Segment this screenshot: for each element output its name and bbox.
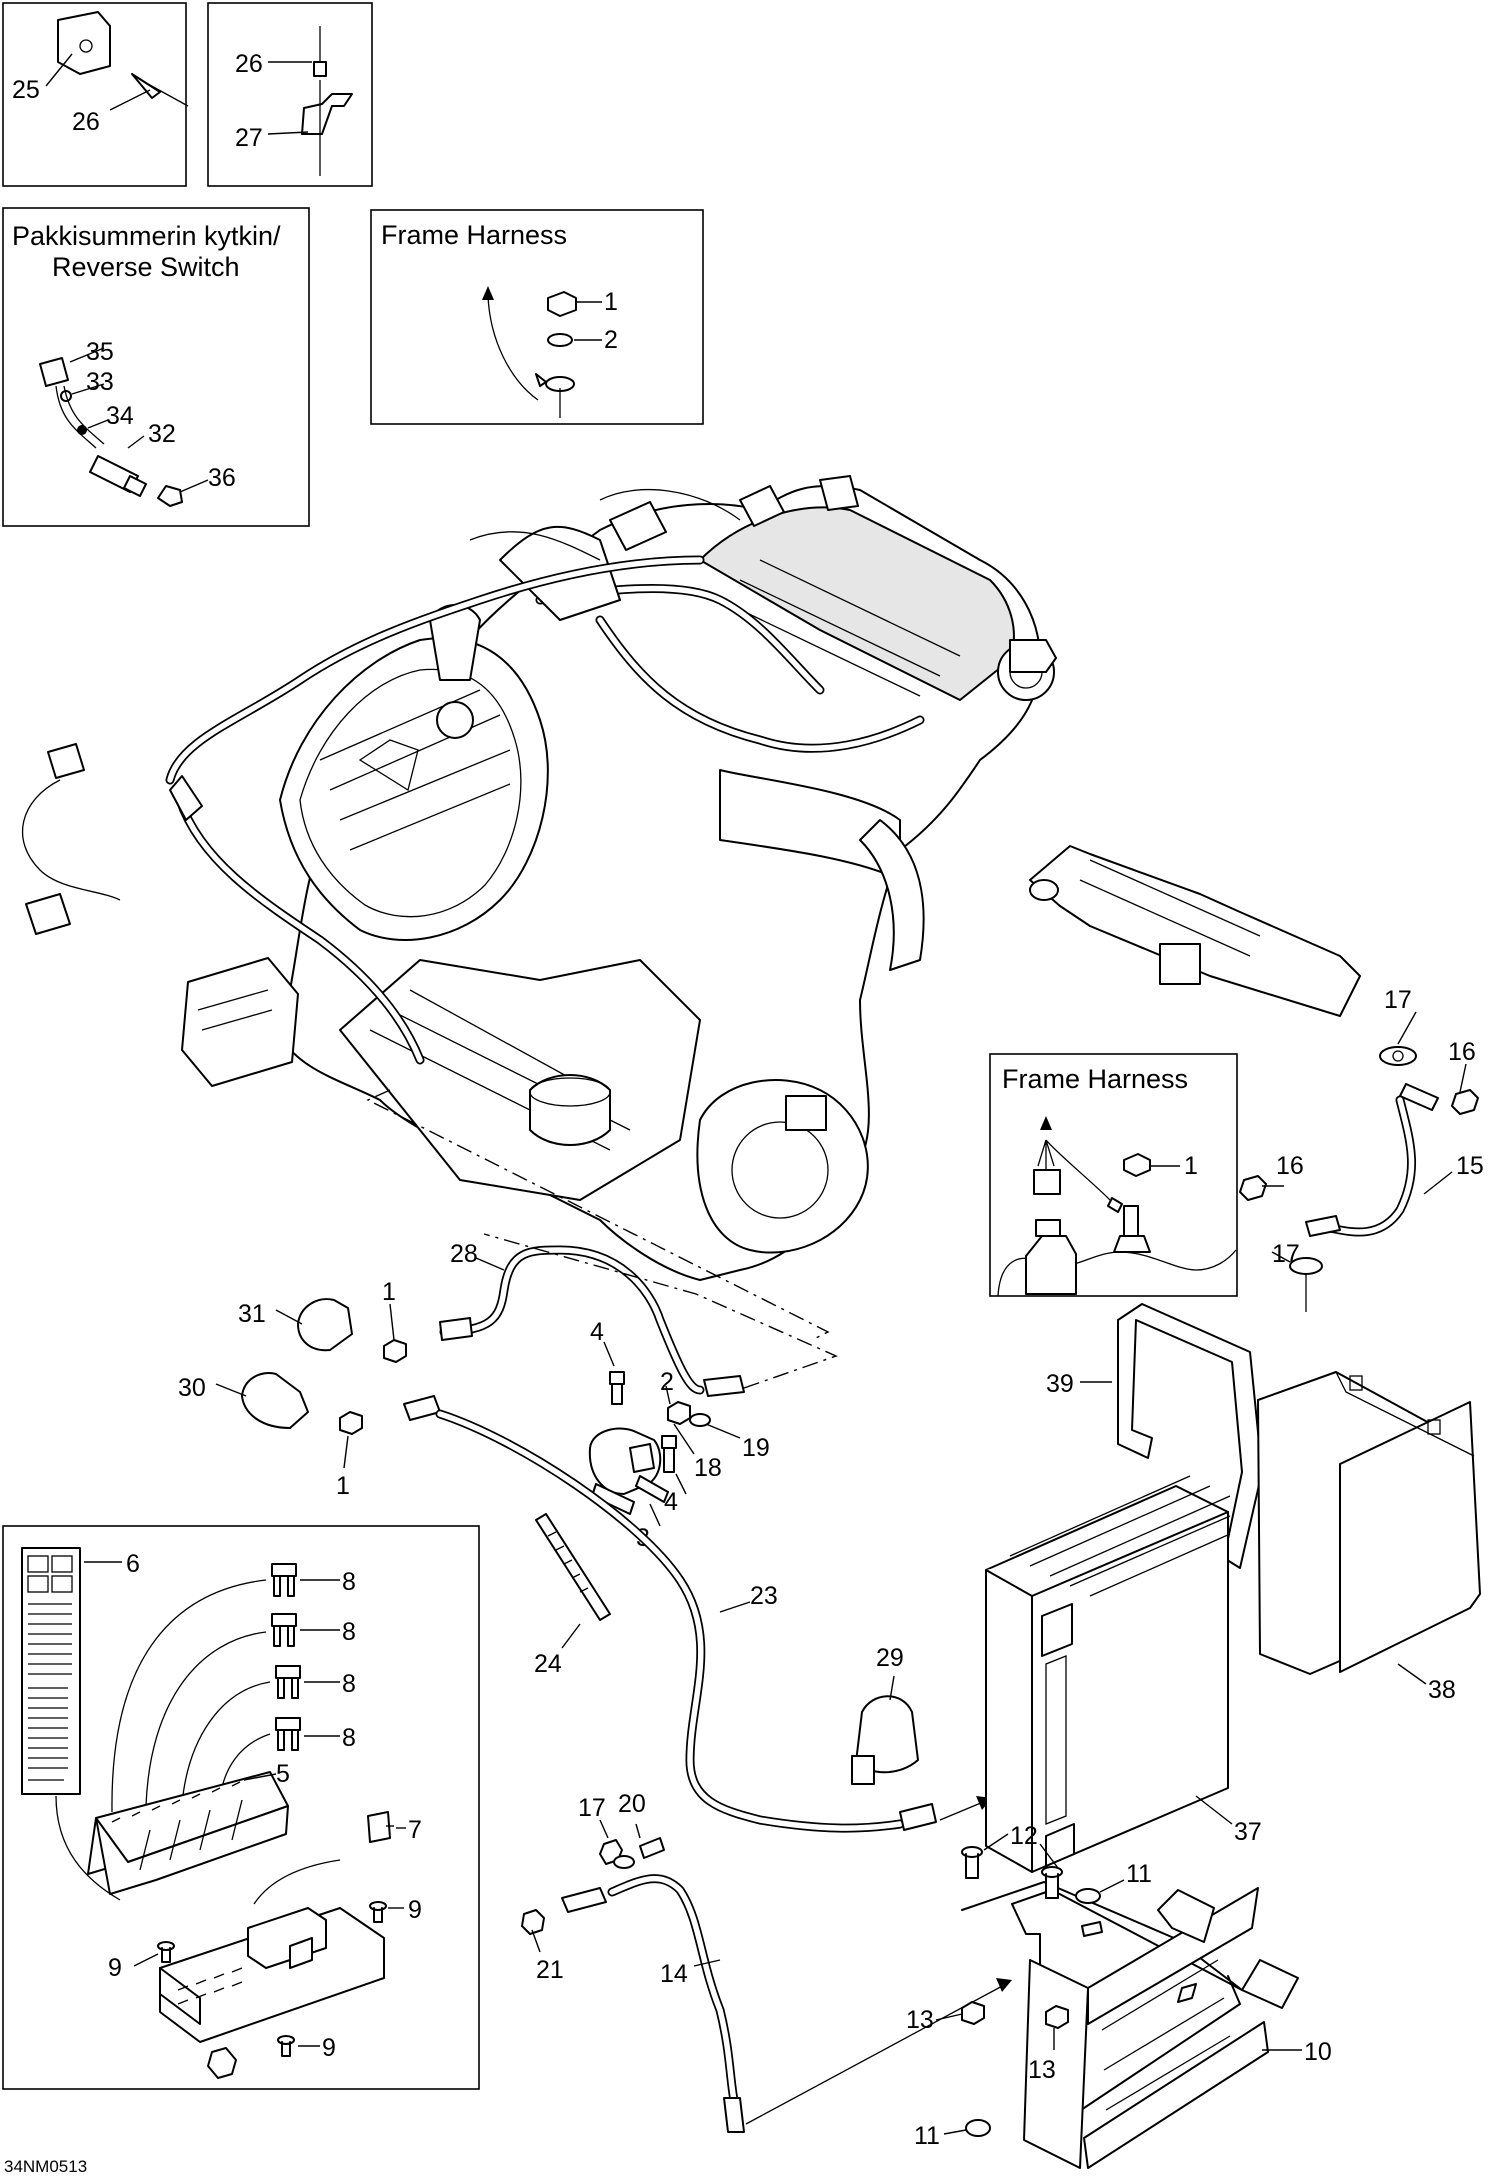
starter-cables: 28 31 30 1 1 4 4 2 19 18 [178,1233,992,1833]
screw-9 [369,1901,404,1923]
callout-14: 14 [660,1960,688,1988]
callout-9: 9 [322,2034,336,2062]
fuse [271,1563,340,1597]
frame-harness-title: Frame Harness [381,220,567,250]
callout-33: 33 [86,368,114,396]
fuse [275,1665,340,1699]
callout-32: 32 [148,420,176,448]
callout-19: 19 [742,1434,770,1462]
callout-4: 4 [664,1488,678,1516]
diagram-code: 34NM0513 [4,2157,87,2176]
callout-26: 26 [235,50,263,78]
callout-17: 17 [1272,1240,1300,1268]
ground-cable-14: 17 20 21 14 [521,1790,1012,2133]
callout-1: 1 [382,1278,396,1306]
callout-31: 31 [238,1300,266,1328]
fuse [271,1613,340,1647]
frame-harness-title: Frame Harness [1002,1064,1188,1094]
callout-17: 17 [1384,986,1412,1014]
engine-assembly [21,475,1361,1341]
callout-8: 8 [342,1618,356,1646]
battery-tray-10: 12 11 11 13 13 10 [906,1822,1332,2169]
callout-12: 12 [1010,1822,1038,1850]
inset-reverse-switch: Pakkisummerin kytkin/ Reverse Switch 35 … [2,207,310,527]
callout-36: 36 [208,464,236,492]
fuse [275,1717,340,1751]
callout-39: 39 [1046,1370,1074,1398]
battery-cover-38: 38 [1257,1371,1481,1704]
inset-clip-25: 25 26 [2,2,189,187]
battery-strap-39: 39 [1046,1303,1263,1569]
callout-23: 23 [750,1582,778,1610]
callout-29: 29 [876,1644,904,1672]
callout-18: 18 [694,1454,722,1482]
callout-34: 34 [106,402,134,430]
callout-35: 35 [86,338,114,366]
inset-frame-harness-top: Frame Harness 1 2 [370,209,704,425]
callout-30: 30 [178,1374,206,1402]
inset-clip-26-27: 26 27 [207,2,373,187]
screw-9 [277,2035,320,2057]
callout-15: 15 [1456,1152,1484,1180]
callout-9: 9 [108,1954,122,1982]
reverse-switch-title: Pakkisummerin kytkin/ [12,221,281,251]
callout-10: 10 [1304,2038,1332,2066]
callout-25: 25 [12,76,40,104]
callout-9: 9 [408,1896,422,1924]
inset-fuse-box: 6 8 8 8 8 5 [2,1525,480,2090]
callout-2: 2 [660,1368,674,1396]
callout-1: 1 [336,1472,350,1500]
screw-9 [133,1941,175,1967]
callout-1: 1 [604,288,618,316]
callout-38: 38 [1428,1676,1456,1704]
callout-27: 27 [235,124,263,152]
callout-11: 11 [1126,1860,1152,1888]
inset-frame-harness-right: Frame Harness 1 [989,1053,1238,1297]
callout-5: 5 [276,1760,290,1788]
callout-8: 8 [342,1670,356,1698]
callout-37: 37 [1234,1818,1262,1846]
callout-20: 20 [618,1790,646,1818]
ground-cable-15: 17 16 15 16 17 [1239,986,1484,1312]
callout-28: 28 [450,1240,478,1268]
callout-16: 16 [1448,1038,1476,1066]
callout-6: 6 [126,1550,140,1578]
callout-11: 11 [914,2122,940,2150]
callout-13: 13 [1028,2056,1056,2084]
callout-8: 8 [342,1724,356,1752]
callout-21: 21 [536,1956,564,1984]
callout-13: 13 [906,2006,934,2034]
callout-16: 16 [1276,1152,1304,1180]
callout-24: 24 [534,1650,562,1678]
callout-1: 1 [1184,1152,1198,1180]
callout-2: 2 [604,326,618,354]
callout-17: 17 [578,1794,606,1822]
callout-7: 7 [408,1816,422,1844]
callout-4: 4 [590,1318,604,1346]
callout-26: 26 [72,108,100,136]
battery-37: 37 [985,1475,1262,1873]
callout-8: 8 [342,1568,356,1596]
reverse-switch-subtitle: Reverse Switch [52,252,240,282]
